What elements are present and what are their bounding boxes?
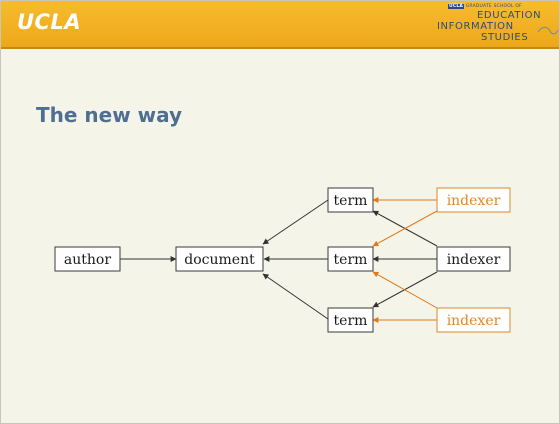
logo-swirl-icon (537, 26, 559, 35)
edge-indexer-top-to-term-middle (372, 210, 438, 247)
logo-line-information: INFORMATION (437, 21, 514, 32)
node-indexer-middle: indexer (436, 246, 511, 272)
ucla-brand-text: UCLA (17, 10, 82, 34)
slide-title: The new way (36, 103, 183, 127)
node-document: document (175, 246, 264, 272)
node-author: author (54, 246, 121, 272)
edge-term-top-to-document (262, 199, 329, 245)
node-term-bottom-label: term (334, 313, 368, 329)
school-logo: UCLA GRADUATE SCHOOL OF EDUCATION INFORM… (437, 4, 559, 46)
node-document-label: document (184, 252, 255, 268)
node-term-top: term (327, 187, 374, 213)
logo-line-studies: STUDIES (481, 32, 529, 43)
node-indexer-middle-label: indexer (447, 252, 501, 268)
edge-indexer-bottom-to-term-middle (372, 271, 438, 309)
node-indexer-top-label: indexer (447, 193, 501, 209)
logo-ucla-mark: UCLA (448, 4, 465, 9)
node-term-top-label: term (334, 193, 368, 209)
node-indexer-bottom-label: indexer (447, 313, 501, 329)
node-indexer-top: indexer (436, 187, 511, 213)
header-divider (1, 47, 559, 49)
logo-school-suffix: GRADUATE SCHOOL OF (465, 4, 522, 9)
edge-term-bottom-to-document (262, 273, 329, 320)
logo-line-education: EDUCATION (477, 10, 542, 21)
node-term-middle-label: term (334, 252, 368, 268)
node-term-middle: term (327, 246, 374, 272)
node-author-label: author (64, 252, 111, 268)
logo-school-line: UCLA GRADUATE SCHOOL OF (448, 4, 522, 9)
node-indexer-bottom: indexer (436, 307, 511, 333)
node-term-bottom: term (327, 307, 374, 333)
header-bar (1, 1, 559, 47)
